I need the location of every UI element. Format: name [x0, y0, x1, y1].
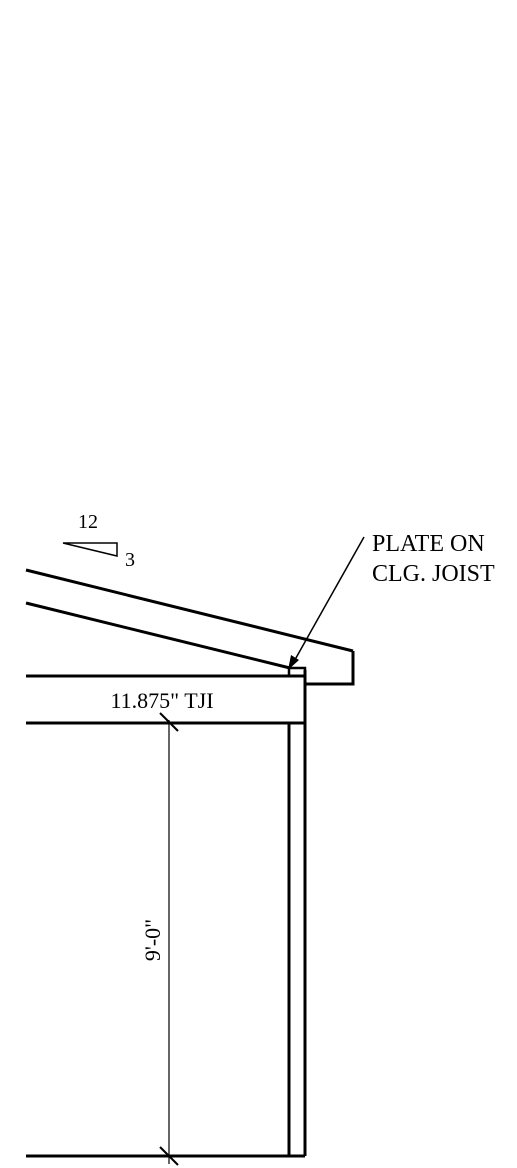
slope-indicator: 12 3 [62, 511, 135, 571]
ceiling-joist [26, 674, 307, 725]
slope-triangle [62, 542, 118, 557]
slope-rise-label: 3 [125, 549, 135, 571]
leader-line [291, 536, 365, 666]
slope-run-label: 12 [78, 511, 98, 533]
callout-line-2: CLG. JOIST [372, 561, 495, 587]
callout-line-1: PLATE ON [372, 531, 485, 557]
dimension-tick-bottom [159, 1146, 179, 1166]
joist-label: 11.875" TJI [110, 688, 213, 713]
callout-leader [288, 536, 365, 670]
rafter-tail [303, 651, 355, 686]
dimension-tick-top [159, 712, 179, 732]
height-dimension-label: 9'-0" [140, 919, 165, 961]
height-dimension-line [159, 712, 179, 1166]
rafter-top-edge [25, 568, 354, 653]
leader-arrowhead [288, 655, 299, 670]
wall [287, 723, 307, 1156]
rafter-bottom-edge [25, 601, 291, 670]
